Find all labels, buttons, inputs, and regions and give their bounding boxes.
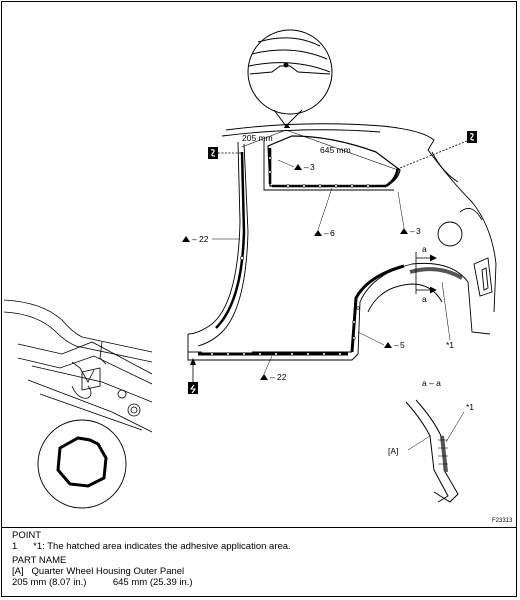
dimension-markers [241, 123, 399, 171]
magnified-detail-bottom [37, 419, 127, 509]
svg-text:–: – [410, 226, 415, 236]
part-heading: PART NAME [12, 555, 67, 566]
vehicle-side-panel [187, 123, 497, 361]
svg-text:–: – [324, 228, 329, 238]
figure-id: F23313 [492, 518, 513, 524]
section-mark-a-top: a [422, 244, 427, 254]
section-arrows [415, 252, 437, 294]
point-row: 1 *1: The hatched area indicates the adh… [12, 541, 512, 552]
dimension-row: 205 mm (8.07 in.) 645 mm (25.39 in.) [12, 577, 512, 588]
dim-205-label: 205 mm [242, 133, 273, 143]
svg-text:–: – [192, 234, 197, 244]
part-text: Quarter Wheel Housing Outer Panel [31, 566, 185, 577]
callout-3-top: 3 [310, 162, 315, 172]
section-star1-label: *1 [466, 402, 474, 412]
interior-detail-view [3, 299, 153, 433]
notes-section: POINT 1 *1: The hatched area indicates t… [12, 530, 512, 588]
dim-645-label: 645 mm [320, 145, 351, 155]
callout-22-left: 22 [199, 234, 209, 244]
cut-mark-right [399, 131, 477, 169]
callouts: – 3 – 3 – 6 – 22 – 22 – 5 *1 [182, 159, 454, 382]
callout-3-right: 3 [416, 226, 421, 236]
magnified-detail-top [247, 29, 333, 127]
svg-text:–: – [304, 162, 309, 172]
section-mark-a-bottom: a [422, 294, 427, 304]
part-row: [A] Quarter Wheel Housing Outer Panel [12, 566, 512, 577]
section-aa-title: a – a [422, 378, 441, 388]
point-text: *1: The hatched area indicates the adhes… [33, 541, 291, 552]
cut-mark-left [208, 147, 242, 159]
section-bracket-a-label: [A] [388, 446, 398, 456]
quarter-panel-diagram: 205 mm 645 mm – 3 – 3 – 6 – 22 – 22 – 5 … [3, 29, 513, 524]
callout-22-bottom: 22 [277, 372, 287, 382]
weld-spot-markers [210, 156, 370, 356]
notes-divider [1, 527, 517, 528]
part-tag: [A] [12, 566, 24, 577]
callout-star1: *1 [446, 340, 454, 350]
point-number: 1 [12, 541, 18, 552]
cut-mark-bottom [187, 338, 198, 394]
callout-6: 6 [330, 228, 335, 238]
svg-text:–: – [270, 372, 275, 382]
point-heading: POINT [12, 530, 42, 541]
svg-text:–: – [394, 340, 399, 350]
dim-205-text: 205 mm (8.07 in.) [12, 577, 87, 588]
callout-5: 5 [400, 340, 405, 350]
section-aa-view [405, 399, 465, 503]
dim-645-text: 645 mm (25.39 in.) [112, 577, 193, 588]
